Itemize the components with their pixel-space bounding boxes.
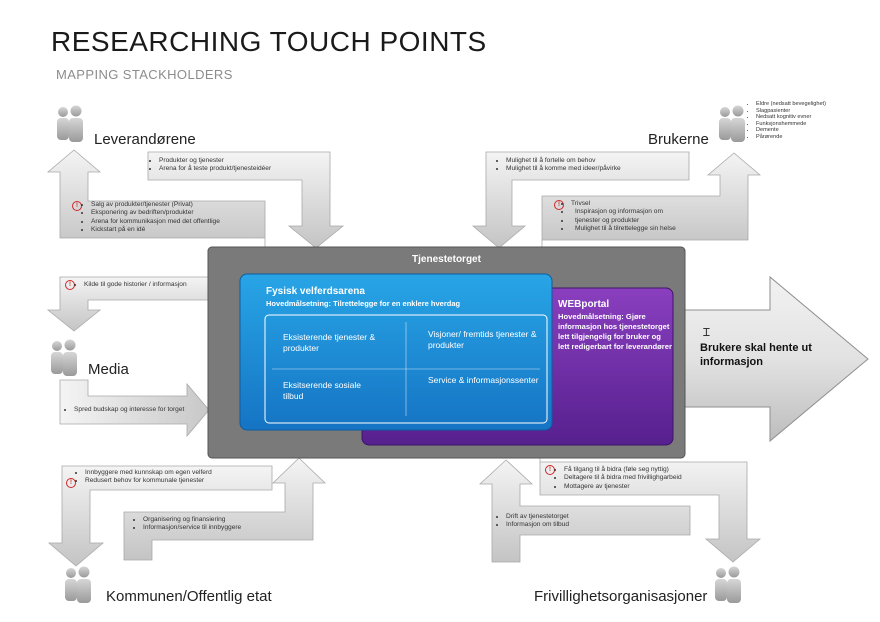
fysisk-inner-box bbox=[264, 314, 548, 424]
flow-arrow-friv-in bbox=[478, 459, 691, 563]
note-komm-out: Innbyggere med kunnskap om egen velferd … bbox=[76, 469, 212, 486]
webportal-title: WEBportal bbox=[558, 299, 610, 310]
note-item: Informasjon om tilbud bbox=[506, 521, 569, 529]
output-arrow-label: Brukere skal hente ut informasjon bbox=[700, 342, 812, 368]
note-item: Mulighet til å komme med ideer/påvirke bbox=[506, 165, 621, 173]
note-item: Trivsel bbox=[571, 200, 676, 208]
output-arrow bbox=[675, 275, 869, 443]
people-icon-leverandorene bbox=[57, 105, 83, 142]
fysisk-panel bbox=[239, 273, 553, 431]
flow-arrow-lev-out bbox=[46, 149, 266, 247]
note-item: Få tilgang til å bidra (føle seg nyttig) bbox=[564, 466, 682, 474]
user-category: Funksjonshemmede bbox=[756, 121, 826, 128]
flow-arrow-komm-in bbox=[123, 457, 326, 561]
flow-arrow-media-out bbox=[46, 276, 211, 332]
alert-icon: ! bbox=[545, 465, 555, 475]
alert-icon: ! bbox=[554, 200, 564, 210]
note-item: Organisering og finansiering bbox=[143, 516, 241, 524]
flow-arrow-media-in bbox=[59, 379, 210, 438]
note-lev-out: Salg av produkter/tjenester (Privat) Eks… bbox=[82, 201, 220, 234]
note-item: Mulighet til å fortelle om behov bbox=[506, 157, 621, 165]
note-item: Redusert behov for kommunale tjenester bbox=[85, 477, 212, 485]
flow-arrow-lev-in bbox=[147, 151, 345, 249]
flow-arrow-komm-out bbox=[47, 465, 273, 567]
note-item: Arena for å teste produkt/tjenesteidéer bbox=[159, 165, 271, 173]
note-item: Mottagere av tjenester bbox=[564, 483, 682, 491]
note-item: Informasjon/service til innbyggere bbox=[143, 524, 241, 532]
note-media-in: Spred budskap og interesse for torget bbox=[65, 406, 184, 414]
fysisk-title: Fysisk velferdsarena bbox=[266, 286, 365, 297]
stakeholder-media: Media bbox=[88, 361, 129, 378]
note-item: Arena for kommunikasjon med det offentli… bbox=[91, 218, 220, 226]
note-friv-in: Drift av tjenestetorget Informasjon om t… bbox=[497, 513, 569, 530]
note-item: Mulighet til å tilrettelegge sin helse bbox=[571, 225, 676, 233]
fysisk-goal: Hovedmålsetning: Tilrettelegge for en en… bbox=[266, 299, 461, 308]
stakeholder-frivillighet: Frivillighetsorganisasjoner bbox=[534, 588, 708, 605]
note-lev-in: Produkter og tjenester Arena for å teste… bbox=[150, 157, 271, 174]
note-item: Spred budskap og interesse for torget bbox=[74, 406, 184, 414]
user-category: Eldre (nedsatt bevegelighet) bbox=[756, 101, 826, 108]
note-item: Inspirasjon og informasjon om bbox=[571, 208, 676, 216]
note-item: Eksponering av bedriften/produkter bbox=[91, 209, 220, 217]
note-item: Drift av tjenestetorget bbox=[506, 513, 569, 521]
user-category: Pårørende bbox=[756, 134, 826, 141]
note-item: Deltagere til å bidra med frivillighgarb… bbox=[564, 474, 682, 482]
text-cursor-icon: Ꮖ bbox=[703, 327, 711, 339]
note-bruk-in: Mulighet til å fortelle om behov Mulighe… bbox=[497, 157, 621, 174]
people-icon-brukerne bbox=[719, 105, 745, 142]
people-icon-frivillighet bbox=[715, 566, 741, 603]
flow-arrow-bruk-in bbox=[471, 151, 690, 249]
user-categories-list: Eldre (nedsatt bevegelighet) Slagpasient… bbox=[748, 101, 826, 141]
hub-title: Tjenestetorget bbox=[412, 254, 481, 265]
flow-arrow-friv-out bbox=[539, 458, 762, 563]
people-icon-kommunen bbox=[65, 566, 91, 603]
fysisk-quadrant-social: Eksitserende sosiale tilbud bbox=[283, 380, 361, 401]
fysisk-quadrant-existing-services: Eksisterende tjenester & produkter bbox=[283, 332, 376, 353]
stakeholder-brukerne: Brukerne bbox=[648, 131, 709, 148]
note-item: Innbyggere med kunnskap om egen velferd bbox=[85, 469, 212, 477]
note-item: Salg av produkter/tjenester (Privat) bbox=[91, 201, 220, 209]
user-category: Demente bbox=[756, 127, 826, 134]
alert-icon: ! bbox=[66, 478, 76, 488]
fysisk-quadrant-service-center: Service & informasjonssenter bbox=[428, 375, 539, 385]
note-media-out: Kilde til gode historier / informasjon bbox=[75, 281, 187, 289]
note-item: Kickstart på en idé bbox=[91, 226, 220, 234]
user-category: Slagpasienter bbox=[756, 108, 826, 115]
alert-icon: ! bbox=[65, 280, 75, 290]
page-title: RESEARCHING TOUCH POINTS bbox=[51, 26, 487, 57]
user-category: Nedsatt kognitiv evner bbox=[756, 114, 826, 121]
note-friv-out: Få tilgang til å bidra (føle seg nyttig)… bbox=[555, 466, 682, 491]
note-komm-in: Organisering og finansiering Informasjon… bbox=[134, 516, 241, 533]
note-item: Kilde til gode historier / informasjon bbox=[84, 281, 187, 289]
webportal-goal: Hovedmålsetning: Gjøre informasjon hos t… bbox=[558, 312, 672, 351]
people-icon-media bbox=[51, 339, 77, 376]
note-bruk-out: Trivsel Inspirasjon og informasjon om tj… bbox=[562, 200, 676, 233]
note-item: Produkter og tjenester bbox=[159, 157, 271, 165]
fysisk-quadrant-future-services: Visjoner/ fremtids tjenester & produkter bbox=[428, 329, 537, 350]
stakeholder-leverandorene: Leverandørene bbox=[94, 131, 196, 148]
note-item: tjenester og produkter bbox=[571, 217, 676, 225]
page-subtitle: MAPPING STACKHOLDERS bbox=[56, 67, 233, 82]
stakeholder-kommunen: Kommunen/Offentlig etat bbox=[106, 588, 272, 605]
alert-icon: ! bbox=[72, 201, 82, 211]
flow-arrow-bruk-out bbox=[541, 152, 762, 247]
